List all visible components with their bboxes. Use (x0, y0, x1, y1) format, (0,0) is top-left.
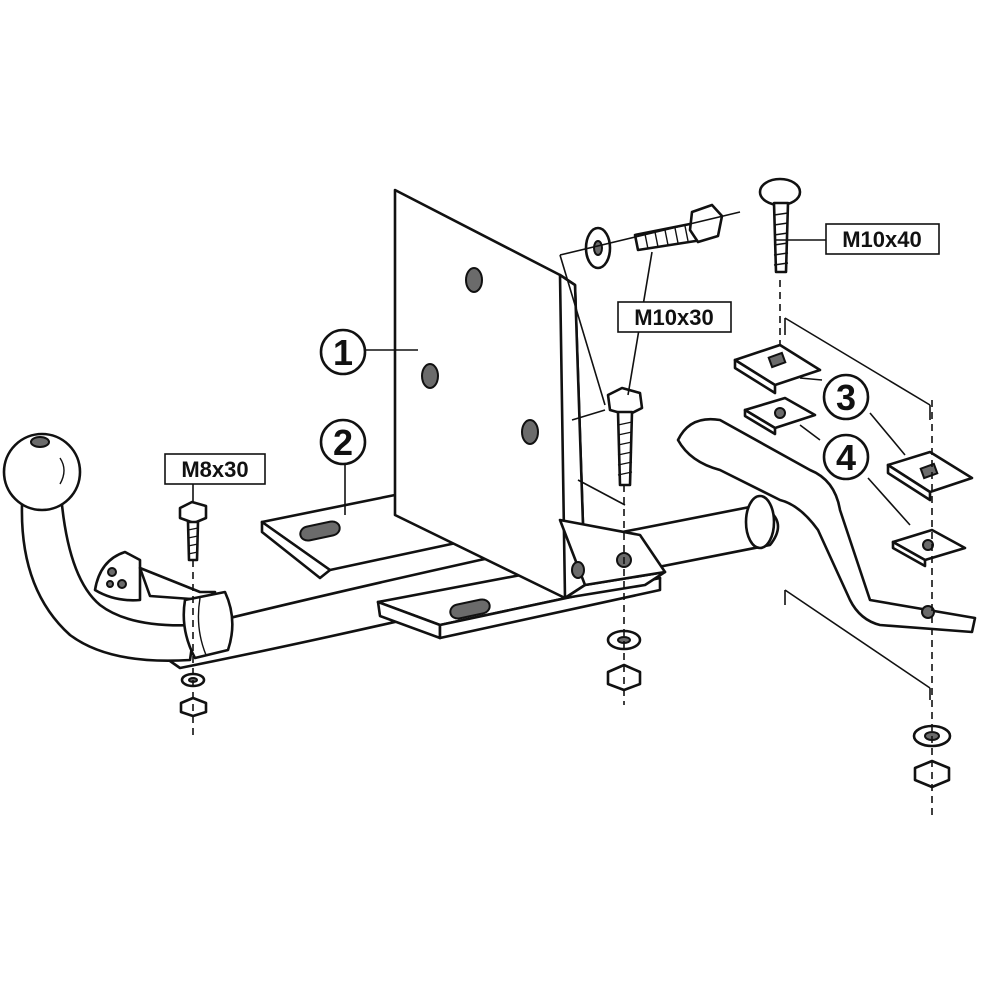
horizontal-bolt (559, 203, 741, 270)
spacer-plates (743, 396, 967, 568)
label-m10x40-text: M10x40 (842, 227, 922, 252)
carriage-bolt-m10x40 (758, 177, 802, 274)
upright-plate (393, 188, 667, 600)
tow-ball-neck (2, 432, 197, 662)
callout-4: 4 (822, 433, 870, 481)
label-m10x40: M10x40 (825, 223, 940, 255)
callout-3-number: 3 (836, 377, 856, 418)
callout-1-number: 1 (333, 332, 353, 373)
alignment-lines (192, 254, 933, 820)
tube-clamp (138, 566, 234, 660)
callout-1: 1 (319, 328, 367, 376)
lower-nuts (606, 629, 952, 789)
label-m8x30: M8x30 (164, 453, 266, 485)
callout-4-number: 4 (836, 437, 856, 478)
label-m8x30-text: M8x30 (181, 457, 248, 482)
callout-3: 3 (822, 373, 870, 421)
square-plates (733, 343, 974, 502)
label-m10x30: M10x30 (617, 301, 732, 333)
side-bracket (676, 417, 977, 634)
callout-leaders (192, 239, 911, 526)
callout-2: 2 (319, 418, 367, 466)
label-m10x30-text: M10x30 (634, 305, 714, 330)
callout-2-number: 2 (333, 422, 353, 463)
vertical-bolt-m10x30 (606, 386, 644, 487)
